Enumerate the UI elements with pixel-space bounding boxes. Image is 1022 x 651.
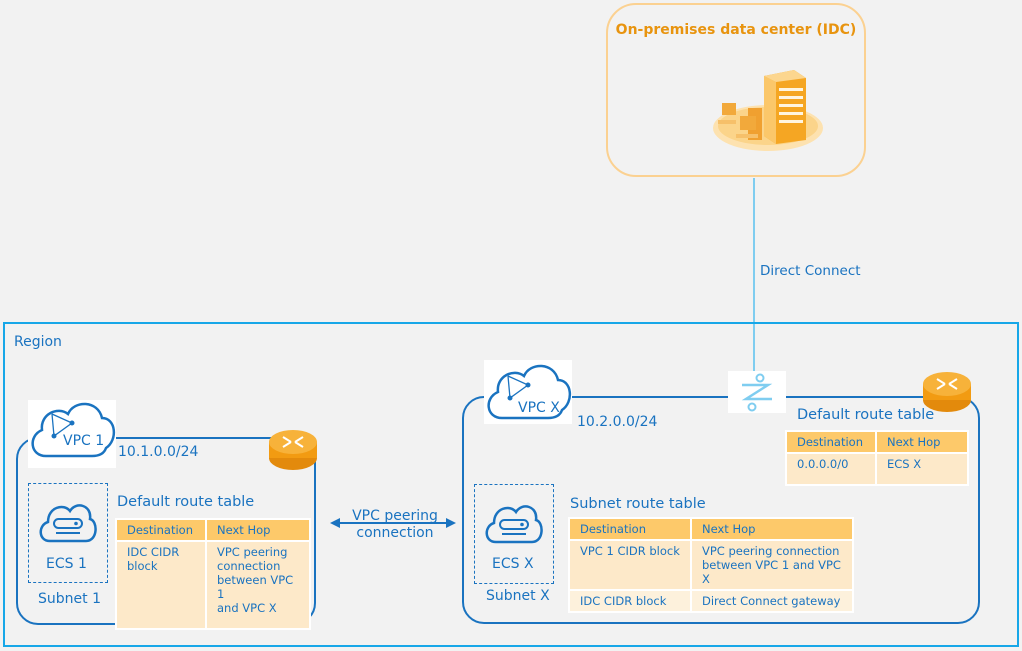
vpcx-subnet-route-table-title: Subnet route table	[570, 496, 706, 512]
direct-connect-line	[753, 178, 755, 378]
vpc1-router-icon	[269, 430, 317, 470]
col-next-hop: Next Hop	[207, 520, 309, 540]
col-next-hop: Next Hop	[692, 519, 852, 539]
next-hop-cell: Direct Connect gateway	[692, 591, 852, 611]
vpcx-cidr: 10.2.0.0/24	[577, 414, 658, 430]
ecs1-label: ECS 1	[46, 556, 87, 572]
col-destination: Destination	[570, 519, 690, 539]
direct-connect-label: Direct Connect	[760, 263, 861, 279]
ecsx-label: ECS X	[492, 556, 534, 572]
idc-title: On-premises data center (IDC)	[615, 22, 857, 38]
vpc1-route-table-title: Default route table	[117, 494, 255, 510]
vpc1-cloud-icon	[31, 402, 115, 458]
data-center-building-icon	[713, 70, 823, 151]
ecsx-server-icon	[485, 505, 543, 544]
vpcx-default-route-table-title: Default route table	[797, 407, 935, 423]
table-row: VPC 1 CIDR block VPC peering connection …	[570, 541, 852, 589]
vpc1-cidr: 10.1.0.0/24	[118, 444, 199, 460]
vpcx-router-icon	[923, 372, 971, 412]
next-hop-cell: VPC peering connection between VPC 1 and…	[692, 541, 852, 589]
vpc1-name: VPC 1	[63, 433, 105, 449]
vpcx-subnet-route-table: Destination Next Hop VPC 1 CIDR block VP…	[568, 517, 854, 613]
subnet1-label: Subnet 1	[38, 591, 101, 607]
col-destination: Destination	[117, 520, 205, 540]
destination-cell: 0.0.0.0/0	[787, 454, 875, 484]
table-row: 0.0.0.0/0 ECS X	[787, 454, 967, 484]
region-container	[3, 322, 1019, 647]
idc-container	[606, 3, 866, 177]
next-hop-cell: ECS X	[877, 454, 967, 484]
col-next-hop: Next Hop	[877, 432, 967, 452]
destination-cell: IDC CIDR block	[570, 591, 690, 611]
table-row: IDC CIDR block VPC peering connection be…	[117, 542, 309, 628]
destination-cell: VPC 1 CIDR block	[570, 541, 690, 589]
subnet1-box	[28, 483, 108, 583]
vpcx-name: VPC X	[518, 400, 560, 416]
ecs1-server-icon	[39, 504, 97, 543]
vpcx-default-route-table: Destination Next Hop 0.0.0.0/0 ECS X	[785, 430, 969, 486]
peering-label: VPC peering connection	[352, 508, 438, 541]
peering-arrow-icon	[330, 518, 456, 528]
direct-connect-gateway-icon	[741, 373, 773, 412]
destination-cell: IDC CIDR block	[117, 542, 205, 628]
subnetx-label: Subnet X	[486, 588, 550, 604]
col-destination: Destination	[787, 432, 875, 452]
vpcx-container	[462, 396, 980, 624]
next-hop-cell: VPC peering connection between VPC 1 and…	[207, 542, 309, 628]
vpcx-cloud-icon	[487, 364, 571, 420]
region-label: Region	[14, 334, 62, 350]
vpc1-route-table: Destination Next Hop IDC CIDR block VPC …	[115, 518, 311, 630]
subnetx-box	[474, 484, 554, 584]
table-row: IDC CIDR block Direct Connect gateway	[570, 591, 852, 611]
